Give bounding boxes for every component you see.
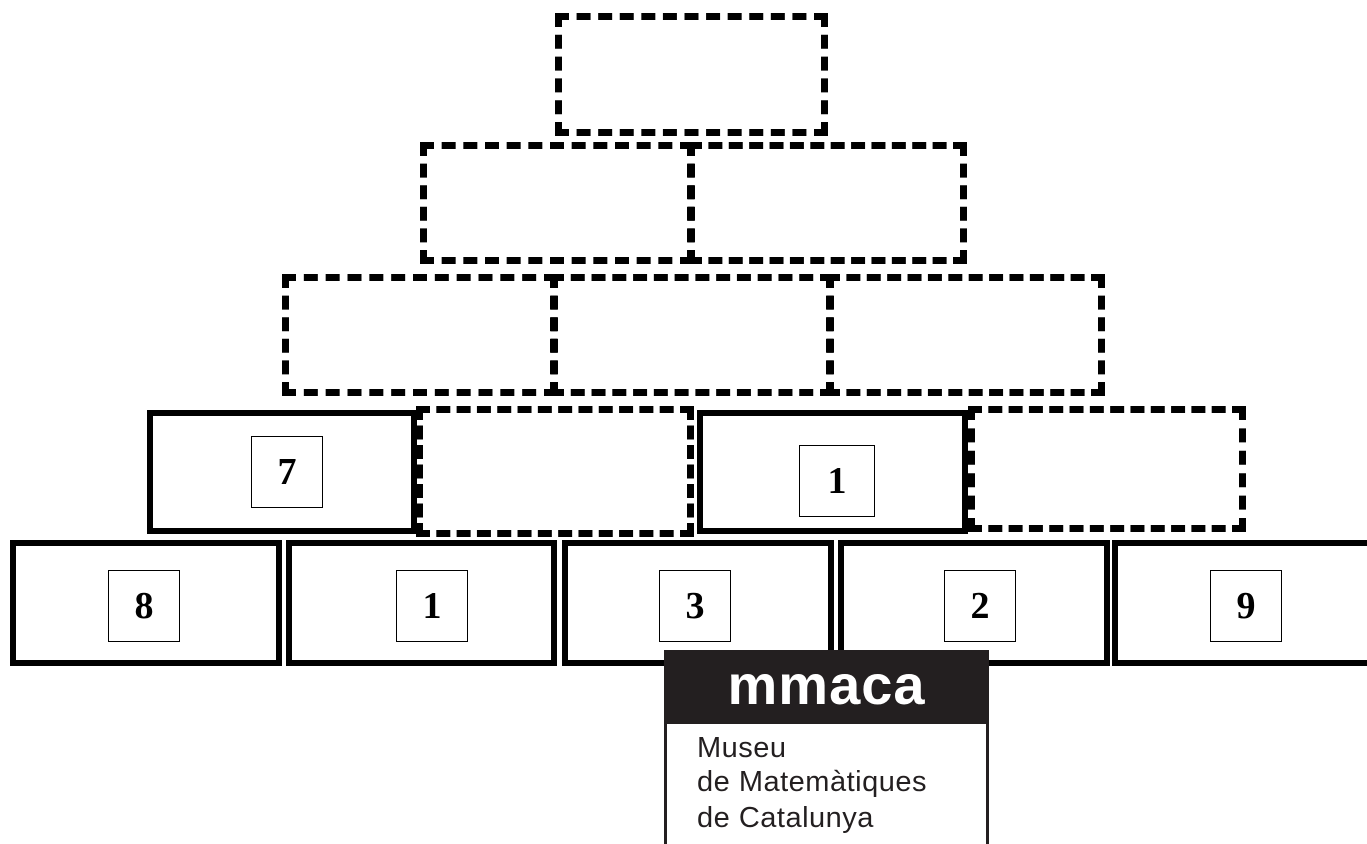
- pyramid-brick-row2-3[interactable]: 1: [697, 410, 968, 534]
- brick-number-box: 1: [396, 570, 468, 642]
- brick-number-box: 3: [659, 570, 731, 642]
- brick-number: 9: [1236, 585, 1256, 627]
- pyramid-brick-row3-3[interactable]: [826, 274, 1105, 396]
- pyramid-brick-row3-1[interactable]: [282, 274, 558, 396]
- pyramid-brick-row1-3[interactable]: 3: [562, 540, 834, 666]
- logo-line-matematiques: de Matemàtiques: [697, 766, 927, 798]
- logo-line-museu: Museu: [697, 732, 787, 764]
- brick-number: 2: [970, 585, 990, 627]
- brick-number: 8: [134, 585, 154, 627]
- brick-number-box: 1: [799, 445, 875, 517]
- mmaca-logo: mmaca Museu de Matemàtiques de Catalunya: [664, 650, 989, 844]
- pyramid-brick-row4-2[interactable]: [688, 142, 967, 264]
- pyramid-brick-row1-1[interactable]: 8: [10, 540, 282, 666]
- logo-brand: mmaca: [664, 650, 989, 724]
- pyramid-brick-row1-4[interactable]: 2: [838, 540, 1110, 666]
- brick-number: 1: [827, 460, 847, 502]
- logo-line-catalunya: de Catalunya: [697, 802, 874, 834]
- pyramid-brick-row1-5[interactable]: 9: [1112, 540, 1367, 666]
- brick-number-box: 8: [108, 570, 180, 642]
- pyramid-brick-row4-1[interactable]: [420, 142, 694, 264]
- pyramid-brick-row2-4[interactable]: [968, 406, 1246, 532]
- brick-number-box: 2: [944, 570, 1016, 642]
- brick-number-box: 7: [251, 436, 323, 508]
- pyramid-brick-row3-2[interactable]: [550, 274, 834, 396]
- brick-number-box: 9: [1210, 570, 1282, 642]
- pyramid-brick-row2-1[interactable]: 7: [147, 410, 417, 534]
- pyramid-brick-top[interactable]: [555, 13, 828, 136]
- brick-number: 3: [685, 585, 705, 627]
- brick-number: 7: [277, 451, 297, 493]
- brick-number: 1: [422, 585, 442, 627]
- pyramid-brick-row2-2[interactable]: [416, 406, 694, 537]
- pyramid-brick-row1-2[interactable]: 1: [286, 540, 557, 666]
- logo-caption: Museu de Matemàtiques de Catalunya: [664, 724, 989, 844]
